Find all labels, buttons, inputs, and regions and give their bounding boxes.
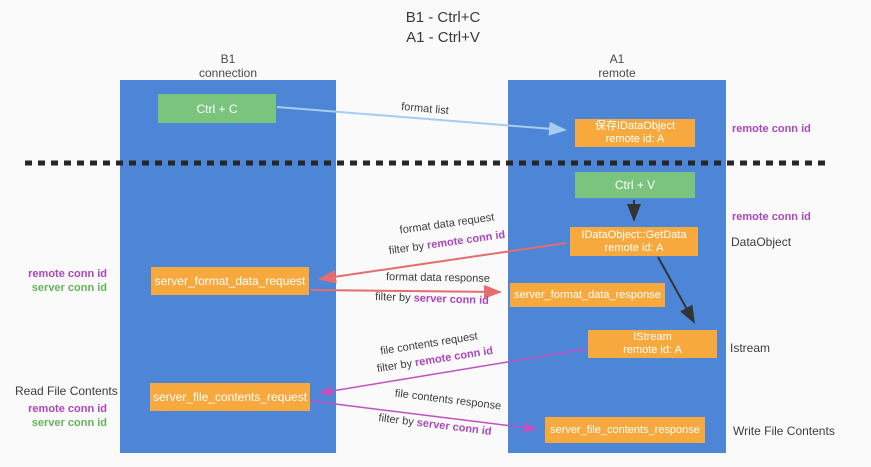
filter-by-text: filter by bbox=[374, 291, 411, 305]
ctrl-v-label: Ctrl + V bbox=[614, 178, 656, 192]
format-list-label: format list bbox=[400, 100, 450, 118]
write-file-contents-label: Write File Contents bbox=[733, 424, 835, 438]
server-file-contents-response-label: server_file_contents_response bbox=[550, 423, 700, 436]
lane-a1-subtitle: remote bbox=[598, 66, 636, 80]
diagram-title: B1 - Ctrl+C A1 - Ctrl+V bbox=[343, 8, 543, 48]
left-remote-conn-id-2: remote conn id bbox=[28, 403, 107, 415]
lane-a1-title: A1 bbox=[609, 52, 625, 66]
save-idataobject-line2: remote id: A bbox=[605, 133, 665, 145]
server-format-data-response-label: server_format_data_response bbox=[514, 288, 661, 301]
title-line-1: B1 - Ctrl+C bbox=[405, 9, 481, 26]
right-remote-conn-id-top: remote conn id bbox=[732, 123, 811, 135]
left-server-conn-id-2: server conn id bbox=[31, 417, 107, 429]
lane-header-a1: A1 remote bbox=[508, 52, 726, 80]
dataobject-label: DataObject bbox=[731, 235, 792, 249]
left-remote-conn-id-1: remote conn id bbox=[28, 268, 107, 280]
filter-by-text: filter by bbox=[377, 412, 415, 429]
node-server-file-contents-response: server_file_contents_response bbox=[545, 417, 705, 443]
ctrl-c-label: Ctrl + C bbox=[196, 101, 238, 116]
left-server-conn-id-1: server conn id bbox=[31, 282, 107, 294]
server-file-contents-request-label: server_file_contents_request bbox=[152, 389, 308, 404]
istream-line2: remote id: A bbox=[623, 344, 682, 356]
server-conn-id-text: server conn id bbox=[413, 292, 490, 307]
istream-line1: IStream bbox=[633, 331, 672, 343]
server-format-data-request-label: server_format_data_request bbox=[154, 273, 306, 288]
server-conn-id-text: server conn id bbox=[416, 416, 493, 438]
left-conn-id-group-2: remote conn id server conn id bbox=[17, 402, 107, 430]
save-idataobject-line1: 保存IDataObject bbox=[594, 120, 676, 132]
lane-b1-title: B1 bbox=[220, 52, 236, 66]
filter-by-text: filter by bbox=[376, 357, 414, 376]
filter-by-server-conn-id-label-2: filter by server conn id bbox=[370, 411, 500, 439]
filter-by-text: filter by bbox=[388, 240, 425, 258]
node-server-file-contents-request: server_file_contents_request bbox=[150, 383, 310, 411]
node-server-format-data-response: server_format_data_response bbox=[510, 283, 665, 307]
node-save-idataobject: 保存IDataObject remote id: A bbox=[575, 119, 695, 147]
file-contents-response-label: file contents response bbox=[394, 387, 502, 413]
node-ctrl-v: Ctrl + V bbox=[575, 172, 695, 198]
getdata-line2: remote id: A bbox=[604, 241, 664, 254]
node-istream: IStream remote id: A bbox=[588, 330, 717, 358]
format-data-response-label: format data response bbox=[385, 271, 491, 285]
title-line-2: A1 - Ctrl+V bbox=[406, 29, 480, 46]
right-remote-conn-id-mid: remote conn id bbox=[732, 211, 811, 223]
filter-by-server-conn-id-label-1: filter by server conn id bbox=[372, 291, 492, 307]
node-ctrl-c: Ctrl + C bbox=[158, 94, 276, 123]
node-server-format-data-request: server_format_data_request bbox=[151, 267, 309, 295]
remote-conn-id-text: remote conn id bbox=[426, 228, 506, 252]
node-idataobject-getdata: IDataObject::GetData remote id: A bbox=[570, 227, 698, 256]
istream-side-label: Istream bbox=[730, 341, 771, 355]
read-file-contents-label: Read File Contents bbox=[15, 384, 118, 398]
getdata-line1: IDataObject::GetData bbox=[581, 228, 687, 241]
lane-header-b1: B1 connection bbox=[120, 52, 336, 80]
lane-b1-subtitle: connection bbox=[198, 66, 258, 80]
left-conn-id-group-1: remote conn id server conn id bbox=[10, 267, 107, 295]
